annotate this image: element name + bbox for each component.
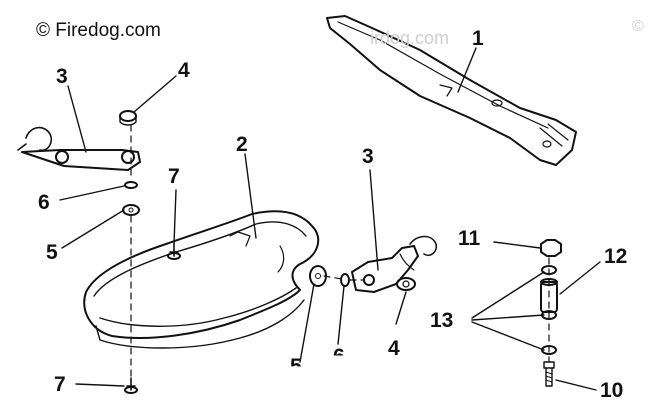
watermark-faint-symbol: © — [632, 18, 644, 35]
callout-3-left: 3 — [56, 65, 68, 88]
washer-parts — [122, 181, 350, 287]
callout-11: 11 — [458, 227, 481, 250]
callout-7-top: 7 — [168, 165, 180, 188]
callout-10: 10 — [600, 379, 624, 402]
callout-2: 2 — [236, 133, 248, 156]
callout-6-left: 6 — [38, 191, 50, 214]
screw-parts — [124, 243, 181, 394]
callout-5-left: 5 — [46, 241, 58, 264]
callout-6-bottom: 6 — [333, 345, 345, 368]
watermark-faint: irdog.com — [370, 28, 450, 48]
leader-lines — [59, 47, 601, 391]
blade-part — [326, 15, 577, 166]
callout-4-bottom: 4 — [388, 337, 400, 360]
callout-3-right: 3 — [362, 145, 374, 168]
callout-5-bottom: 5 — [290, 355, 302, 378]
hardware-stack-parts — [540, 239, 562, 387]
watermark: © Firedog.com — [36, 20, 161, 41]
callout-7-bottom: 7 — [54, 373, 66, 396]
callout-13: 13 — [430, 309, 454, 332]
bracket-right-part — [351, 235, 438, 293]
callout-1: 1 — [472, 27, 484, 50]
callout-12: 12 — [604, 245, 628, 268]
bushing-parts — [119, 110, 416, 291]
deflector-part — [83, 210, 320, 349]
bracket-left-part — [17, 126, 141, 171]
alignment-lines — [130, 124, 550, 377]
callout-4-top: 4 — [178, 59, 190, 82]
